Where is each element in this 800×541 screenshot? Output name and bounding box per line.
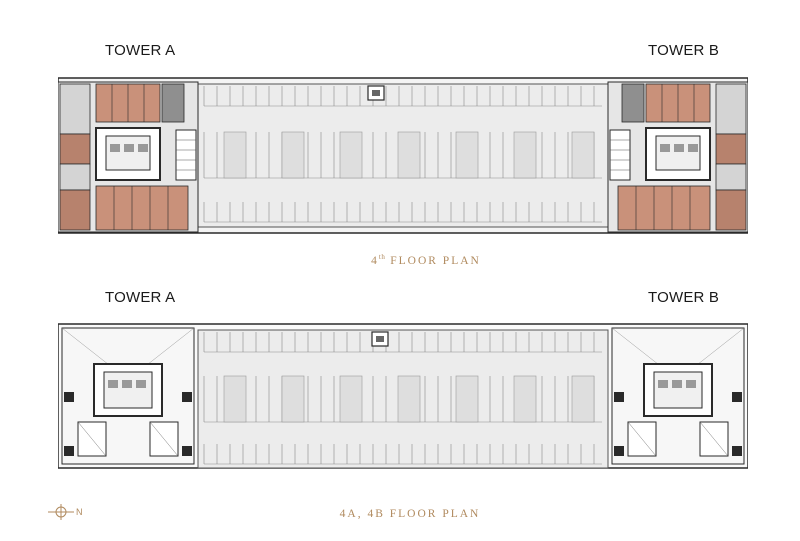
- parking-island: [397, 375, 421, 423]
- parking-island: [513, 131, 537, 179]
- north-arrow-icon: [48, 504, 74, 520]
- plan2-tower-b-label: TOWER B: [648, 289, 720, 306]
- plan1-floor-drawing: [58, 77, 748, 234]
- north-label: N: [76, 507, 83, 517]
- plan1-parking-area: [203, 86, 602, 223]
- parking-island: [339, 131, 363, 179]
- parking-island: [455, 131, 479, 179]
- plan1-tower-b: [607, 81, 748, 233]
- plan2-tower-a-label: TOWER A: [105, 289, 176, 306]
- parking-island: [281, 375, 305, 423]
- parking-island: [223, 131, 247, 179]
- plan1-tower-b-label: TOWER B: [648, 42, 720, 59]
- plan1-title: 4th FLOOR PLAN: [371, 253, 481, 267]
- plan1-tower-a-label: TOWER A: [105, 42, 176, 59]
- plan2-parking-area: [203, 332, 602, 465]
- parking-island: [513, 375, 537, 423]
- parking-island: [281, 131, 305, 179]
- plan2-floor-drawing: [58, 323, 748, 469]
- parking-island: [455, 375, 479, 423]
- plan2-title: 4A, 4B FLOOR PLAN: [339, 508, 481, 520]
- parking-island: [571, 375, 595, 423]
- parking-island: [397, 131, 421, 179]
- plan2-tower-b: [611, 327, 745, 465]
- plan1-tower-a: [58, 81, 199, 233]
- parking-island: [223, 375, 247, 423]
- parking-island: [339, 375, 363, 423]
- parking-island: [571, 131, 595, 179]
- plan2-tower-a: [61, 327, 195, 465]
